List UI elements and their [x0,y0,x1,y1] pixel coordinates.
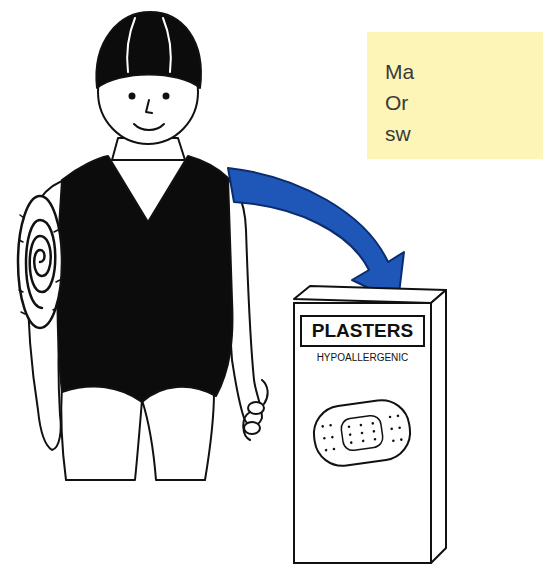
cap-stripe [127,18,135,72]
plaster-dot [349,433,352,436]
towel-spiral [26,220,55,308]
plaster-dot [372,430,375,433]
nose [146,100,152,113]
box-faces [294,286,446,563]
plaster-strip [310,397,413,470]
plaster-dot [398,426,401,429]
plaster-pad [340,414,384,451]
plaster-dot [359,424,362,427]
plaster-dot [362,439,365,442]
plaster-dot [396,414,399,417]
plaster-dot [329,424,332,427]
node-heading: PLASTERS [300,315,425,347]
plaster-box: PLASTERSHYPOALLERGENIC [294,303,431,563]
eye [164,94,169,99]
plaster-picture [310,397,413,470]
plaster-dot [325,449,328,452]
plaster-dot [400,438,403,441]
swim-cap [96,12,201,88]
towel-texture [19,215,60,314]
plaster-dot [389,415,392,418]
note-box: Ma Or sw [367,32,543,159]
goggle-strap [243,380,267,440]
swimmer-figure [18,12,268,480]
plaster-dot [371,422,374,425]
plaster-dot [361,432,364,435]
plaster-dot [331,436,334,439]
goggle-lens [244,422,260,434]
plaster-dot [321,425,324,428]
plaster-dot [374,438,377,441]
plaster-dot [323,437,326,440]
plaster-dot [332,448,335,451]
node-heading: Ma Or sw [385,52,429,149]
box-side [431,290,446,563]
goggles [243,380,267,440]
node-subtext: HYPOALLERGENIC [300,347,425,365]
eye [130,94,135,99]
cap-stripe [163,18,171,72]
towel-roll [18,196,62,328]
plaster-dot [390,427,393,430]
box-top [294,286,446,303]
pointer-arrow [228,168,404,302]
plaster-dot [350,441,353,444]
smile [134,124,164,130]
plaster-dot [348,425,351,428]
plaster-dot [392,439,395,442]
box-outline [294,303,431,563]
swimsuit [58,156,233,402]
